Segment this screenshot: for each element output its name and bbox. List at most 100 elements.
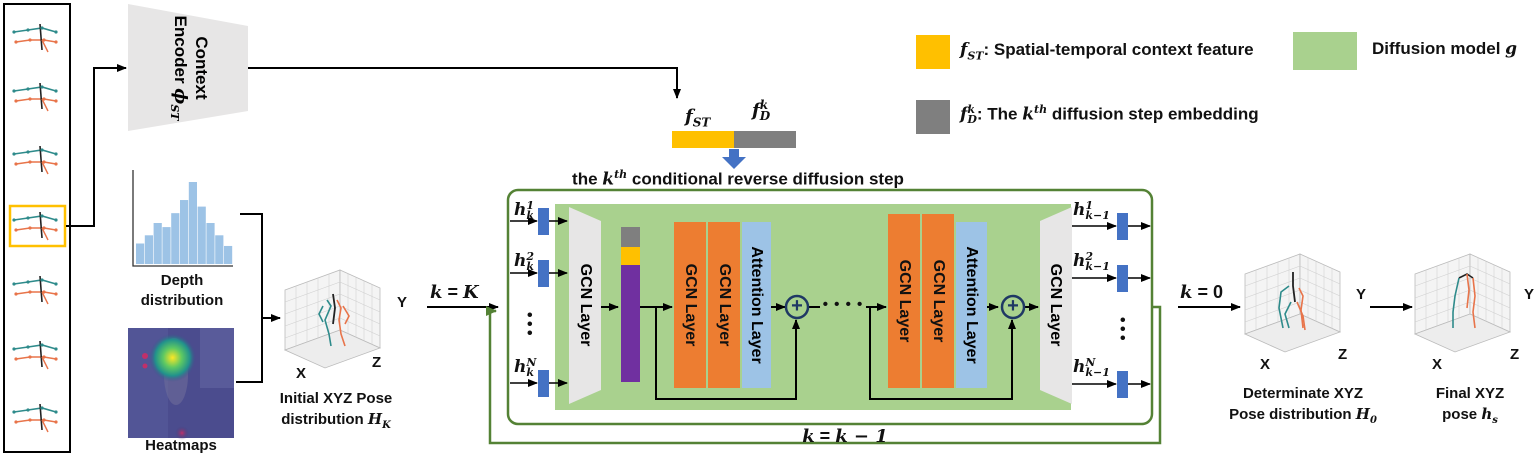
gcn-layer-3: [888, 214, 920, 388]
input-gcn-label: GCN Layer: [577, 263, 594, 347]
encoder-phi-sub: ST: [167, 104, 181, 121]
gcn-layer-2-label: GCN Layer: [716, 263, 733, 347]
grid-line: [284, 281, 341, 303]
grid-line: [284, 317, 341, 339]
hist-bar: [224, 245, 233, 264]
grid-line: [1469, 289, 1511, 309]
skeleton-limb: [15, 291, 57, 295]
k0-k: k: [1180, 282, 1193, 303]
skeleton-joint: [40, 85, 44, 89]
concat-fd-sub: D: [759, 109, 771, 124]
det-line2: Pose distribution H0: [1229, 404, 1377, 431]
skeleton-joint: [54, 89, 58, 93]
final-line1: Final XYZ: [1435, 385, 1505, 402]
initial-line1: Initial XYZ Pose: [279, 390, 393, 407]
kK-k: k: [430, 282, 443, 303]
skeleton-joint: [54, 410, 58, 414]
grid-line: [284, 305, 341, 327]
pose-limb: [332, 293, 336, 325]
skeleton-limb: [13, 407, 57, 413]
kK-eq: =: [442, 282, 463, 302]
loop-back-arrow: [486, 305, 1162, 445]
encoder-line1: Context: [192, 36, 212, 100]
selected-frame-highlight: [8, 204, 67, 248]
encoder-line2: Encoder ϕST: [164, 16, 191, 121]
skeleton-joint: [26, 345, 30, 349]
hist-bar: [136, 243, 145, 264]
skeleton-spine: [39, 403, 43, 431]
skeleton-joint: [54, 282, 58, 286]
det-axis-z: Z: [1338, 346, 1348, 363]
legend-fd-sup: k: [967, 103, 975, 117]
grid-line: [1469, 265, 1511, 285]
output-gcn-label: GCN Layer: [1047, 263, 1064, 347]
heatmap-to-pose-arrow: [236, 318, 263, 383]
legend-fd-text-b: diffusion step embedding: [1047, 104, 1259, 124]
frame-to-encoder-arrow: [66, 64, 127, 227]
gcn-layer-1-label: GCN Layer: [682, 263, 699, 347]
final-pose-plot: [1413, 253, 1512, 353]
legend-diff-symbol: g: [1505, 39, 1518, 59]
det-line1: Determinate XYZ: [1242, 385, 1364, 402]
grid-line: [1299, 277, 1341, 297]
context-encoder-block: [128, 4, 248, 131]
concat-fd-sup: k: [759, 98, 769, 113]
hk-in-3-sub: k: [526, 365, 534, 379]
gcn-layer-1: [674, 222, 706, 388]
plus-sign-1: +: [791, 295, 803, 317]
skeleton-limb: [41, 98, 49, 112]
output-gcn-trapezoid: [1040, 207, 1072, 404]
step-k: k: [602, 169, 615, 190]
depth-line2: distribution: [140, 292, 224, 309]
hk-in-3-h: h: [514, 357, 527, 377]
encoder-phi: ϕ: [170, 88, 191, 105]
skeleton-joint: [54, 40, 58, 44]
skeleton-spine: [39, 23, 43, 51]
step-th: th: [614, 168, 628, 181]
step-post: conditional reverse diffusion step: [627, 169, 904, 189]
concat-fst: f: [685, 106, 693, 127]
hk-out-3-sub: k−1: [1085, 365, 1110, 379]
depth-to-pose-arrow: [240, 213, 281, 322]
hk-in-1-sup: 1: [526, 198, 535, 212]
grid-line: [284, 293, 341, 315]
hk-in-dots: • • •: [527, 307, 533, 342]
skeleton-limb: [15, 356, 57, 360]
condition-fst: [621, 247, 640, 265]
pose-limb: [324, 299, 332, 347]
loop-k: k: [802, 426, 815, 447]
loop-rhs: k − 1: [835, 426, 888, 447]
skeleton-joint: [28, 355, 32, 359]
skeleton-joint: [26, 87, 30, 91]
skeleton-joint: [26, 408, 30, 412]
skeleton-limb: [13, 344, 57, 350]
legend-fd-text-a: : The: [976, 104, 1023, 124]
output-nodes: [1072, 213, 1151, 398]
skeleton-limb: [41, 356, 49, 370]
gcn-layer-4: [922, 214, 954, 388]
skeleton-joint: [26, 150, 30, 154]
condition-fd: [621, 227, 640, 247]
grid-floor: [283, 329, 382, 369]
initial-line2-text: distribution: [281, 411, 368, 428]
plus-circle-1: [784, 294, 810, 320]
loop-eq: =: [814, 426, 836, 446]
input-gcn-trapezoid: [569, 207, 601, 404]
skeleton-joint: [12, 89, 16, 93]
skeleton-limb: [13, 86, 57, 92]
k-0-label: k = 0: [1180, 282, 1223, 303]
step-title: the kth conditional reverse diffusion st…: [572, 168, 904, 190]
input-node: [538, 260, 549, 287]
encoder-to-concat-arrow: [248, 67, 681, 99]
skeleton-joint: [54, 420, 58, 424]
skeleton-joint: [14, 292, 18, 296]
skeleton-joint: [26, 280, 30, 284]
attention-layer-2: [956, 222, 987, 388]
initial-sub: K: [382, 420, 391, 431]
legend-fd-sub: D: [967, 113, 977, 127]
